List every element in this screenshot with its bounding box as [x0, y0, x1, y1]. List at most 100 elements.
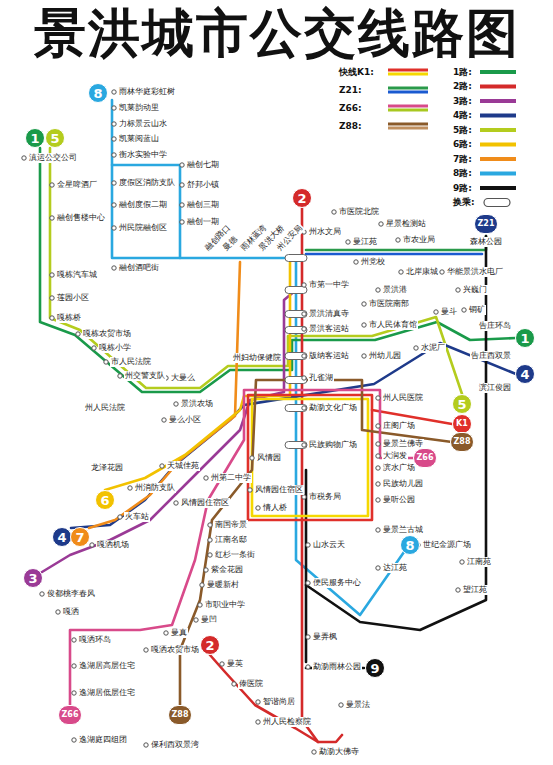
station-dot [302, 406, 306, 410]
station-dot [306, 581, 310, 585]
station-dot [50, 273, 54, 277]
route-line [252, 399, 368, 516]
station-dot [204, 476, 208, 480]
station-dot [456, 288, 460, 292]
station-dot [306, 665, 310, 669]
route-number: 5 [50, 132, 59, 145]
station-label: 龙泽花园 [90, 463, 124, 473]
station-label: 保利西双景湾 [150, 740, 200, 750]
station-label: 融创度假二期 [118, 200, 168, 210]
legend-label: 3路: [452, 96, 473, 107]
station-dot [204, 568, 208, 572]
station-dot [208, 523, 212, 527]
station-label: 大润发 [382, 451, 408, 461]
legend-sample [388, 105, 428, 108]
route-number: Z21 [478, 220, 495, 228]
route-badge: 2 [292, 188, 312, 208]
route-badge: 5 [45, 128, 65, 148]
station-label: 州民院融创区 [118, 223, 168, 233]
route-badge: 4 [515, 364, 535, 384]
legend-swatch [480, 128, 516, 132]
station-dot [256, 506, 260, 510]
station-label: 景洪客运站 [308, 324, 350, 334]
legend-swatch [480, 114, 516, 118]
station-label: 嘎洒 [62, 607, 80, 617]
station-label: 南国帝景 [214, 520, 248, 530]
legend-label: 2路: [452, 81, 473, 92]
station-label: 江南名邸 [214, 535, 248, 545]
route-badge: 9 [365, 658, 385, 678]
station-dot [112, 226, 116, 230]
station-label: 曼江苑 [352, 237, 378, 247]
station-dot [362, 354, 366, 358]
route-badge: 5 [452, 394, 472, 414]
station-label: 华能景洪水电厂 [446, 267, 504, 277]
route-badge: 7 [70, 527, 90, 547]
legend-swatch [480, 186, 516, 190]
station-dot [302, 327, 306, 331]
station-label: 嘎栋小学 [98, 343, 132, 353]
legend-swatch [480, 143, 516, 147]
station-dot [462, 308, 466, 312]
station-label: 曼英 [226, 659, 244, 669]
station-label: 市人民法院 [110, 357, 152, 367]
station-label: 告庄西双景 [470, 351, 512, 361]
station-dot [174, 501, 178, 505]
station-label: 曼景兰古城 [382, 525, 424, 535]
station-dot [144, 648, 148, 652]
route-line [306, 236, 486, 630]
legend-sample [388, 127, 428, 130]
station-dot [376, 498, 380, 502]
station-label: 民族购物广场 [308, 440, 358, 450]
station-label: 山水云天 [312, 540, 346, 550]
station-label: 世纪金源广场 [422, 540, 472, 550]
legend-sample [388, 123, 428, 126]
station-label: 滨江俊园 [478, 383, 512, 393]
station-label: 州消防支队 [134, 483, 176, 493]
station-label: 市医院南部 [368, 299, 410, 309]
station-dot [144, 743, 148, 747]
route-line [210, 655, 318, 742]
transfer-mark [285, 353, 307, 360]
station-dot [302, 443, 306, 447]
station-dot [72, 638, 76, 642]
station-label: 嘎栋农贸市场 [82, 329, 132, 339]
route-badge: 8 [400, 535, 420, 555]
route-line [50, 148, 462, 394]
legend-label: 1路: [452, 67, 473, 78]
station-label: 曼听公园 [382, 495, 416, 505]
station-label: 融创酒吧街 [118, 263, 160, 273]
station-dot [112, 181, 116, 185]
station-label: 版纳客运站 [308, 351, 350, 361]
station-dot [174, 402, 178, 406]
station-dot [302, 283, 306, 287]
route-number: 2 [297, 192, 306, 205]
route-number: 1 [520, 332, 529, 345]
station-dot [232, 682, 236, 686]
station-label: 风情园 [256, 453, 282, 463]
station-dot [460, 560, 464, 564]
station-dot [180, 220, 184, 224]
legend-sample [388, 109, 428, 112]
station-label: 兴巍门 [462, 285, 488, 295]
station-label: 逸湖庭四组团 [78, 735, 128, 745]
station-label: 大曼么 [170, 373, 196, 383]
station-label: 星景检测站 [385, 219, 427, 229]
station-label: 水泥厂 [420, 343, 446, 353]
station-dot [112, 122, 116, 126]
station-label: 告庄环岛 [478, 321, 512, 331]
station-label: 凯莱韵动里 [118, 103, 160, 113]
route-badge: Z66 [58, 705, 82, 725]
legend-swatch [480, 70, 516, 74]
station-dot [112, 137, 116, 141]
station-dot [50, 296, 54, 300]
station-label: 勐泐文化广场 [308, 403, 358, 413]
station-dot [362, 302, 366, 306]
legend-swatch [480, 157, 516, 161]
station-label: 曼斗 [440, 307, 458, 317]
station-dot [40, 592, 44, 596]
station-dot [112, 266, 116, 270]
legend-sample [388, 91, 428, 94]
legend-sample [484, 199, 510, 207]
station-label: 天城佳苑 [166, 461, 200, 471]
